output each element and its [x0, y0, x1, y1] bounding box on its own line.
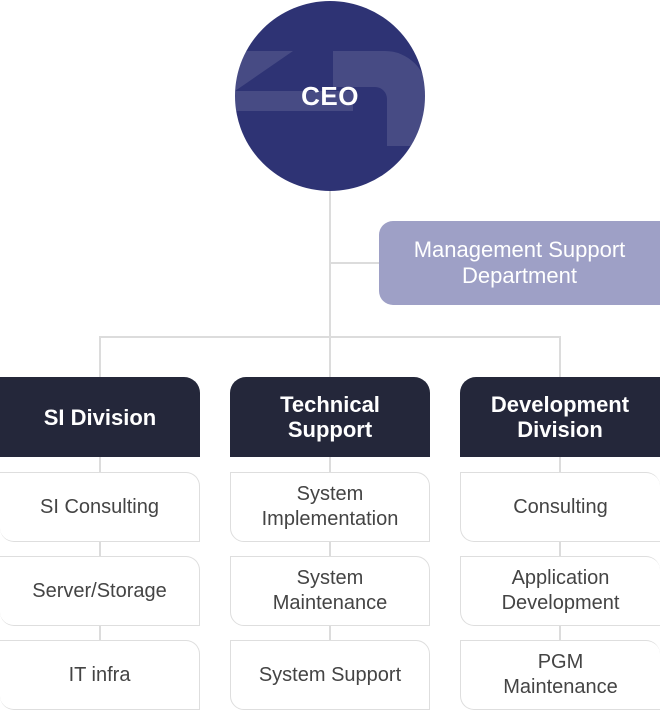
ceo-node: CEO — [235, 1, 425, 191]
development-division-connector — [559, 336, 561, 378]
si-division-item: IT infra — [0, 640, 200, 710]
technical-support-label: Technical Support — [280, 392, 380, 442]
development-division-item: Application Development — [460, 556, 660, 626]
item-label: PGM Maintenance — [503, 651, 618, 698]
division-connector-horizontal — [99, 336, 561, 338]
si-division-item: SI Consulting — [0, 472, 200, 542]
item-label: SI Consulting — [40, 495, 159, 518]
development-division: Development Division — [460, 377, 660, 457]
development-division-label: Development Division — [490, 392, 630, 442]
item-label: System Support — [258, 663, 402, 686]
technical-support-item: System Maintenance — [230, 556, 430, 626]
management-support-label: Management Support Department — [413, 237, 626, 288]
development-division-item: PGM Maintenance — [460, 640, 660, 710]
technical-support-item: System Implementation — [230, 472, 430, 542]
management-support-department: Management Support Department — [379, 221, 660, 305]
development-division-item: Consulting — [460, 472, 660, 542]
item-label: Consulting — [513, 495, 608, 518]
si-division: SI Division — [0, 377, 200, 457]
item-label: Server/Storage — [32, 579, 167, 602]
technical-support-division: Technical Support — [230, 377, 430, 457]
item-label: IT infra — [68, 663, 131, 686]
item-label: System Maintenance — [272, 567, 388, 614]
si-division-connector — [99, 336, 101, 378]
si-division-item: Server/Storage — [0, 556, 200, 626]
technical-support-item: System Support — [230, 640, 430, 710]
item-label: System Implementation — [261, 483, 399, 530]
company-logo-watermark — [235, 51, 425, 146]
item-label: Application Development — [501, 567, 620, 614]
ceo-connector-vertical — [329, 190, 331, 378]
ceo-label: CEO — [301, 80, 359, 111]
management-connector — [330, 262, 380, 264]
si-division-label: SI Division — [43, 404, 157, 430]
